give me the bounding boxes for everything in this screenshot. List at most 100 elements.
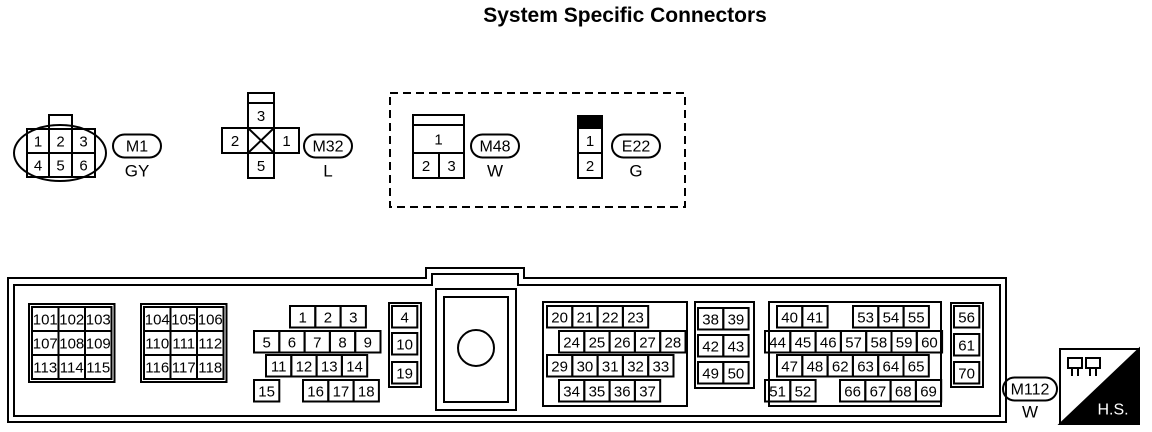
pin-number: 8	[338, 334, 346, 351]
pin-number: 46	[820, 334, 837, 351]
connector-m112-outer-housing	[7, 267, 1007, 423]
pin-number: 5	[257, 158, 265, 175]
connector-m112-latch-inner	[443, 296, 509, 403]
pin-cell	[253, 379, 281, 403]
pin-number: 1	[282, 133, 290, 150]
connector-e22-lock-tab	[577, 115, 603, 129]
pin-cell	[621, 305, 650, 329]
connector-icon-pins	[1071, 368, 1097, 376]
pin-number: 104	[145, 312, 170, 329]
pin-number: 3	[447, 158, 455, 175]
pin-number: 19	[396, 365, 413, 382]
pin-number: 53	[857, 309, 874, 326]
pin-cell	[577, 152, 603, 179]
pin-number: 44	[769, 334, 786, 351]
connector-m112-color: W	[1022, 403, 1038, 422]
pin-number: 39	[728, 311, 745, 328]
pin-number: 30	[577, 358, 594, 375]
pin-number: 32	[627, 358, 644, 375]
pin-number: 42	[702, 338, 719, 355]
pin-number: 13	[321, 358, 338, 375]
pin-number: 36	[614, 383, 631, 400]
pin-number: 33	[653, 358, 670, 375]
pin-number: 1	[298, 309, 306, 326]
pin-number: 64	[883, 358, 900, 375]
pin-number: 6	[79, 158, 87, 175]
pin-number: 50	[728, 365, 745, 382]
pin-number: 103	[86, 312, 111, 329]
dashed-group-box	[389, 92, 686, 208]
pin-number: 69	[920, 383, 937, 400]
pin-number: 52	[795, 383, 812, 400]
pin-number: 56	[958, 309, 975, 326]
pin-group-frame	[140, 303, 228, 383]
connector-id-badge	[470, 133, 520, 159]
pin-cell	[354, 330, 382, 354]
pin-number: 2	[422, 158, 430, 175]
pin-number: 106	[198, 312, 223, 329]
pin-number: 3	[257, 108, 265, 125]
pin-cell	[722, 361, 750, 385]
pin-cell	[391, 332, 419, 356]
pin-number: 105	[171, 312, 196, 329]
pin-cell	[914, 379, 943, 403]
pin-cell	[339, 305, 367, 329]
pin-group-frame	[768, 301, 942, 407]
pin-number: 27	[639, 334, 656, 351]
pin-number: 112	[198, 336, 222, 353]
pin-number: 4	[400, 309, 408, 326]
connector-id-badge	[303, 133, 353, 159]
pin-number: 55	[908, 309, 925, 326]
pin-number: 17	[333, 383, 350, 400]
connector-id: M112	[1011, 382, 1050, 399]
connector-m48-lock-tab	[412, 114, 465, 126]
pin-number: 3	[349, 309, 357, 326]
connector-m112-center-latch	[435, 288, 517, 411]
pin-number: 59	[896, 334, 913, 351]
pin-number: 2	[586, 158, 594, 175]
connector-icon	[1067, 357, 1101, 369]
pin-number: 60	[921, 334, 938, 351]
pin-number: 65	[908, 358, 925, 375]
pin-number: 10	[396, 336, 413, 353]
pin-number: 45	[795, 334, 812, 351]
pin-cell	[391, 305, 419, 329]
hs-label: H.S.	[1097, 402, 1128, 419]
connector-id-badge	[112, 133, 162, 159]
pin-cell	[84, 354, 113, 380]
pin-cell	[352, 379, 380, 403]
pin-number: 68	[895, 383, 912, 400]
pin-number: 117	[172, 360, 196, 377]
pin-number: 113	[33, 360, 57, 377]
pin-group-frame	[694, 301, 755, 389]
connector-id: M32	[312, 139, 343, 156]
connector-id-badge	[1002, 376, 1058, 402]
pin-cell	[722, 334, 750, 358]
pin-number: 24	[563, 334, 580, 351]
pin-number: 51	[769, 383, 786, 400]
pin-number: 63	[857, 358, 874, 375]
pin-cell	[902, 354, 930, 378]
hs-symbol-fill	[1057, 346, 1140, 425]
pin-cell	[801, 305, 829, 329]
connector-m32-color: L	[323, 162, 332, 181]
pin-number: 116	[145, 360, 169, 377]
pin-number: 49	[702, 365, 719, 382]
pin-number: 58	[871, 334, 888, 351]
pin-number: 101	[33, 312, 58, 329]
pin-group-frame	[388, 302, 422, 388]
connector-m1-lock-tab	[48, 114, 73, 130]
connector-m1-housing	[13, 124, 107, 182]
pin-number: 70	[958, 365, 975, 382]
pin-cell	[633, 379, 662, 403]
pin-cell	[247, 152, 275, 179]
pin-cell	[196, 354, 225, 380]
pin-number: 102	[59, 312, 84, 329]
pin-number: 14	[346, 358, 363, 375]
pin-number: 114	[60, 360, 84, 377]
pin-cell	[340, 354, 369, 378]
pin-number: 34	[563, 383, 580, 400]
connector-m48-color: W	[487, 162, 503, 181]
pin-number: 11	[271, 358, 287, 375]
